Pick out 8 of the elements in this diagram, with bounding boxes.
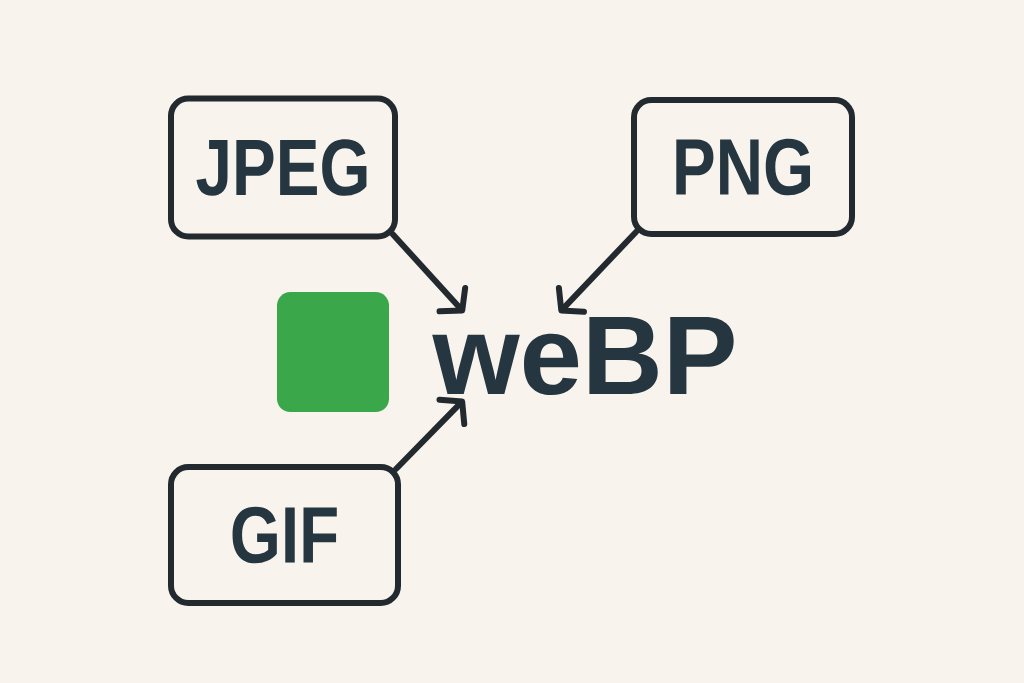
- arrow: [555, 229, 639, 315]
- arrow: [393, 396, 468, 472]
- format-box: GIF: [168, 464, 401, 606]
- rounded-square: [277, 292, 389, 412]
- format-box: PNG: [631, 97, 855, 237]
- heading-text: weBP: [432, 316, 734, 396]
- format-box: JPEG: [168, 95, 398, 240]
- arrow: [390, 231, 469, 315]
